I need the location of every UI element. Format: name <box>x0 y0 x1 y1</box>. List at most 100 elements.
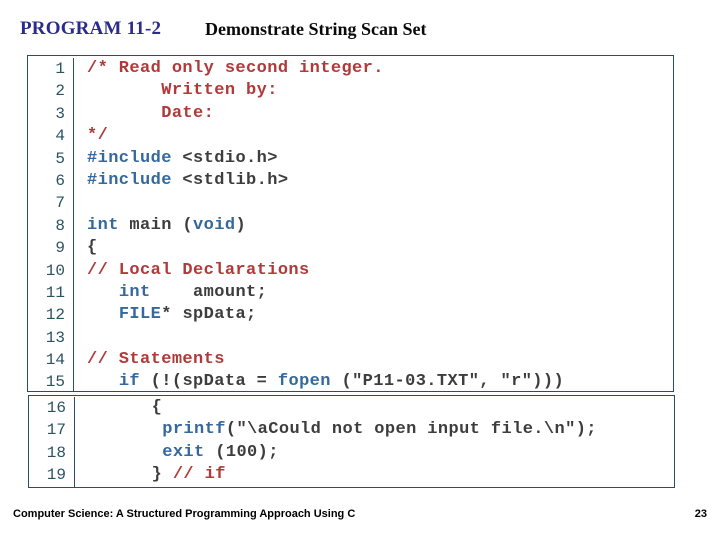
code-text <box>74 327 673 349</box>
line-number: 1 <box>28 58 74 81</box>
code-text <box>74 192 673 214</box>
footer-book-title: Computer Science: A Structured Programmi… <box>13 508 356 520</box>
code-segment-plain: ("\aCould not open input file.\n"); <box>225 420 597 440</box>
program-label: PROGRAM 11-2 <box>20 18 162 39</box>
code-text: #include <stdio.h> <box>74 148 673 170</box>
code-line: 12 FILE* spData; <box>28 304 673 327</box>
code-text: } // if <box>75 464 674 486</box>
code-segment-keyword: fopen <box>277 372 331 392</box>
line-number: 10 <box>28 259 74 282</box>
code-segment-comment: /* Read only second integer. <box>87 59 384 78</box>
code-segment-plain: ) <box>235 215 247 235</box>
code-segment-comment: // Statements <box>87 350 225 370</box>
line-number: 3 <box>28 102 74 126</box>
code-text: if (!(spData = fopen ("P11-03.TXT", "r")… <box>74 371 673 392</box>
line-number: 13 <box>28 326 74 350</box>
code-text: // Statements <box>74 349 673 371</box>
slide-header: PROGRAM 11-2 Demonstrate String Scan Set <box>0 18 720 44</box>
code-text: Written by: <box>74 80 673 102</box>
slide-title: Demonstrate String Scan Set <box>205 19 427 39</box>
line-number: 9 <box>28 237 74 260</box>
code-line: 1 /* Read only second integer. <box>28 58 673 81</box>
code-line: 11 int amount; <box>28 281 673 305</box>
code-text: */ <box>74 125 673 147</box>
code-text: { <box>74 237 673 259</box>
code-segment-plain: (!(spData = <box>140 372 278 392</box>
code-line: 6#include <stdlib.h> <box>28 169 673 193</box>
line-number: 14 <box>28 349 74 372</box>
code-segment-plain: <stdio.h> <box>171 148 278 168</box>
footer-page-number: 23 <box>694 508 707 520</box>
code-text: { <box>75 397 674 419</box>
code-line: 7 <box>28 192 673 215</box>
code-segment-comment: Date: <box>87 103 215 123</box>
line-number: 5 <box>28 147 74 170</box>
code-text: #include <stdlib.h> <box>74 170 673 192</box>
code-listing-box-1: 1 /* Read only second integer. 2 Written b… <box>27 55 674 392</box>
code-segment-plain <box>87 283 119 302</box>
code-text: Date: <box>74 103 673 125</box>
line-number: 4 <box>28 125 74 148</box>
code-segment-plain: amount; <box>150 282 268 302</box>
code-segment-keyword: #include <box>87 148 172 168</box>
code-segment-plain: ("P11-03.TXT", "r"))) <box>330 372 565 392</box>
code-text: int main (void) <box>74 215 673 237</box>
code-line: 5#include <stdio.h> <box>28 147 673 170</box>
code-text: exit (100); <box>75 442 674 464</box>
code-segment-plain <box>88 443 162 462</box>
line-number: 2 <box>28 80 74 103</box>
code-segment-plain: (100); <box>204 442 279 462</box>
code-segment-plain: * spData; <box>161 305 257 325</box>
code-segment-plain: { <box>88 398 163 417</box>
line-number: 19 <box>29 464 75 487</box>
code-line: 15 if (!(spData = fopen ("P11-03.TXT", "… <box>28 371 673 392</box>
code-text: // Local Declarations <box>74 260 673 282</box>
code-segment-keyword: int <box>87 215 119 235</box>
code-line: 9{ <box>28 237 673 260</box>
code-line: 14 // Statements <box>28 349 673 372</box>
code-segment-keyword: if <box>118 372 141 392</box>
code-segment-keyword: FILE <box>118 305 162 325</box>
code-segment-plain <box>87 372 119 391</box>
code-text: /* Read only second integer. <box>74 58 673 80</box>
line-number: 15 <box>28 371 74 391</box>
code-text: int amount; <box>74 282 673 304</box>
code-line: 19 } // if <box>29 464 674 487</box>
code-segment-plain <box>88 420 162 439</box>
code-line: 4 */ <box>28 125 673 148</box>
line-number: 6 <box>28 169 74 193</box>
code-line: 10 // Local Declarations <box>28 259 673 282</box>
code-segment-plain: <stdlib.h> <box>171 170 289 190</box>
code-segment-plain: { <box>87 238 98 258</box>
code-segment-plain: } <box>88 465 173 485</box>
code-text: FILE* spData; <box>74 304 673 326</box>
code-line: 16 { <box>29 397 674 420</box>
code-segment-comment: // Local Declarations <box>87 260 310 280</box>
line-number: 7 <box>28 192 74 215</box>
code-line: 13 <box>28 326 673 350</box>
code-segment-keyword: int <box>118 282 151 302</box>
code-text: printf("\aCould not open input file.\n")… <box>75 419 674 441</box>
line-number: 11 <box>28 281 74 305</box>
code-line: 3 Date: <box>28 102 673 126</box>
line-number: 18 <box>29 441 75 465</box>
code-line: 2 Written by: <box>28 80 673 103</box>
slide-footer: Computer Science: A Structured Programmi… <box>0 508 720 528</box>
code-line: 17 printf("\aCould not open input file.\… <box>29 419 674 442</box>
code-segment-comment: // if <box>172 465 226 485</box>
line-number: 8 <box>28 214 74 238</box>
code-segment-plain: main ( <box>118 215 194 235</box>
code-listing-box-2: 16 {17 printf("\aCould not open input fi… <box>28 395 675 488</box>
code-segment-plain <box>87 305 119 324</box>
code-line: 18 exit (100); <box>29 441 674 465</box>
line-number: 12 <box>28 304 74 327</box>
code-segment-keyword: exit <box>162 442 205 462</box>
code-segment-keyword: void <box>193 215 236 235</box>
line-number: 17 <box>29 419 75 442</box>
code-segment-keyword: #include <box>87 170 172 190</box>
line-number: 16 <box>29 397 75 420</box>
code-segment-comment: */ <box>87 126 109 146</box>
code-segment-comment: Written by: <box>87 81 278 101</box>
code-segment-keyword: printf <box>162 420 226 440</box>
